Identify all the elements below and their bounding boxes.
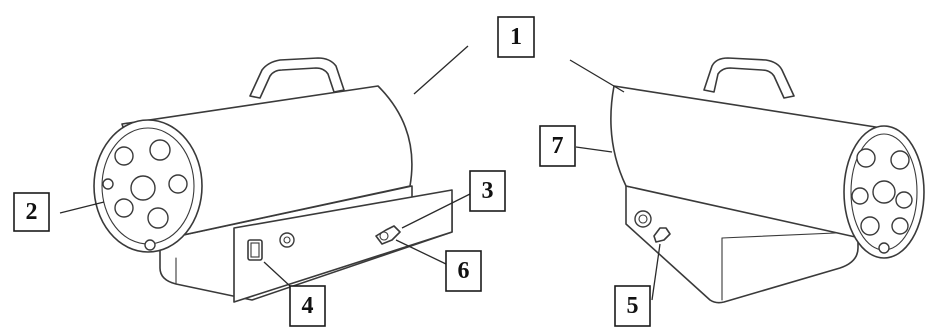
svg-text:7: 7: [552, 133, 564, 159]
callout-6: 6: [445, 250, 482, 292]
right-base-housing: [625, 185, 859, 304]
right-handle: [703, 57, 795, 99]
svg-text:3: 3: [482, 178, 494, 204]
left-knob: [279, 232, 295, 248]
left-heater: [93, 57, 453, 303]
svg-text:1: 1: [510, 24, 522, 50]
svg-text:4: 4: [302, 293, 314, 319]
left-handle: [249, 57, 345, 99]
callout-7: 7: [539, 125, 576, 167]
callout-3: 3: [469, 170, 506, 212]
svg-text:5: 5: [627, 293, 639, 319]
right-gas-inlet: [653, 227, 671, 243]
right-knob: [634, 210, 652, 228]
svg-text:2: 2: [26, 199, 38, 225]
right-cylinder-body: [610, 85, 883, 239]
leader-lines: [59, 45, 661, 301]
callout-4: 4: [289, 285, 326, 327]
callout-2: 2: [13, 192, 50, 232]
right-heater: [610, 57, 925, 304]
callout-5: 5: [614, 285, 651, 327]
svg-text:6: 6: [458, 258, 470, 284]
callout-1: 1: [497, 16, 535, 58]
